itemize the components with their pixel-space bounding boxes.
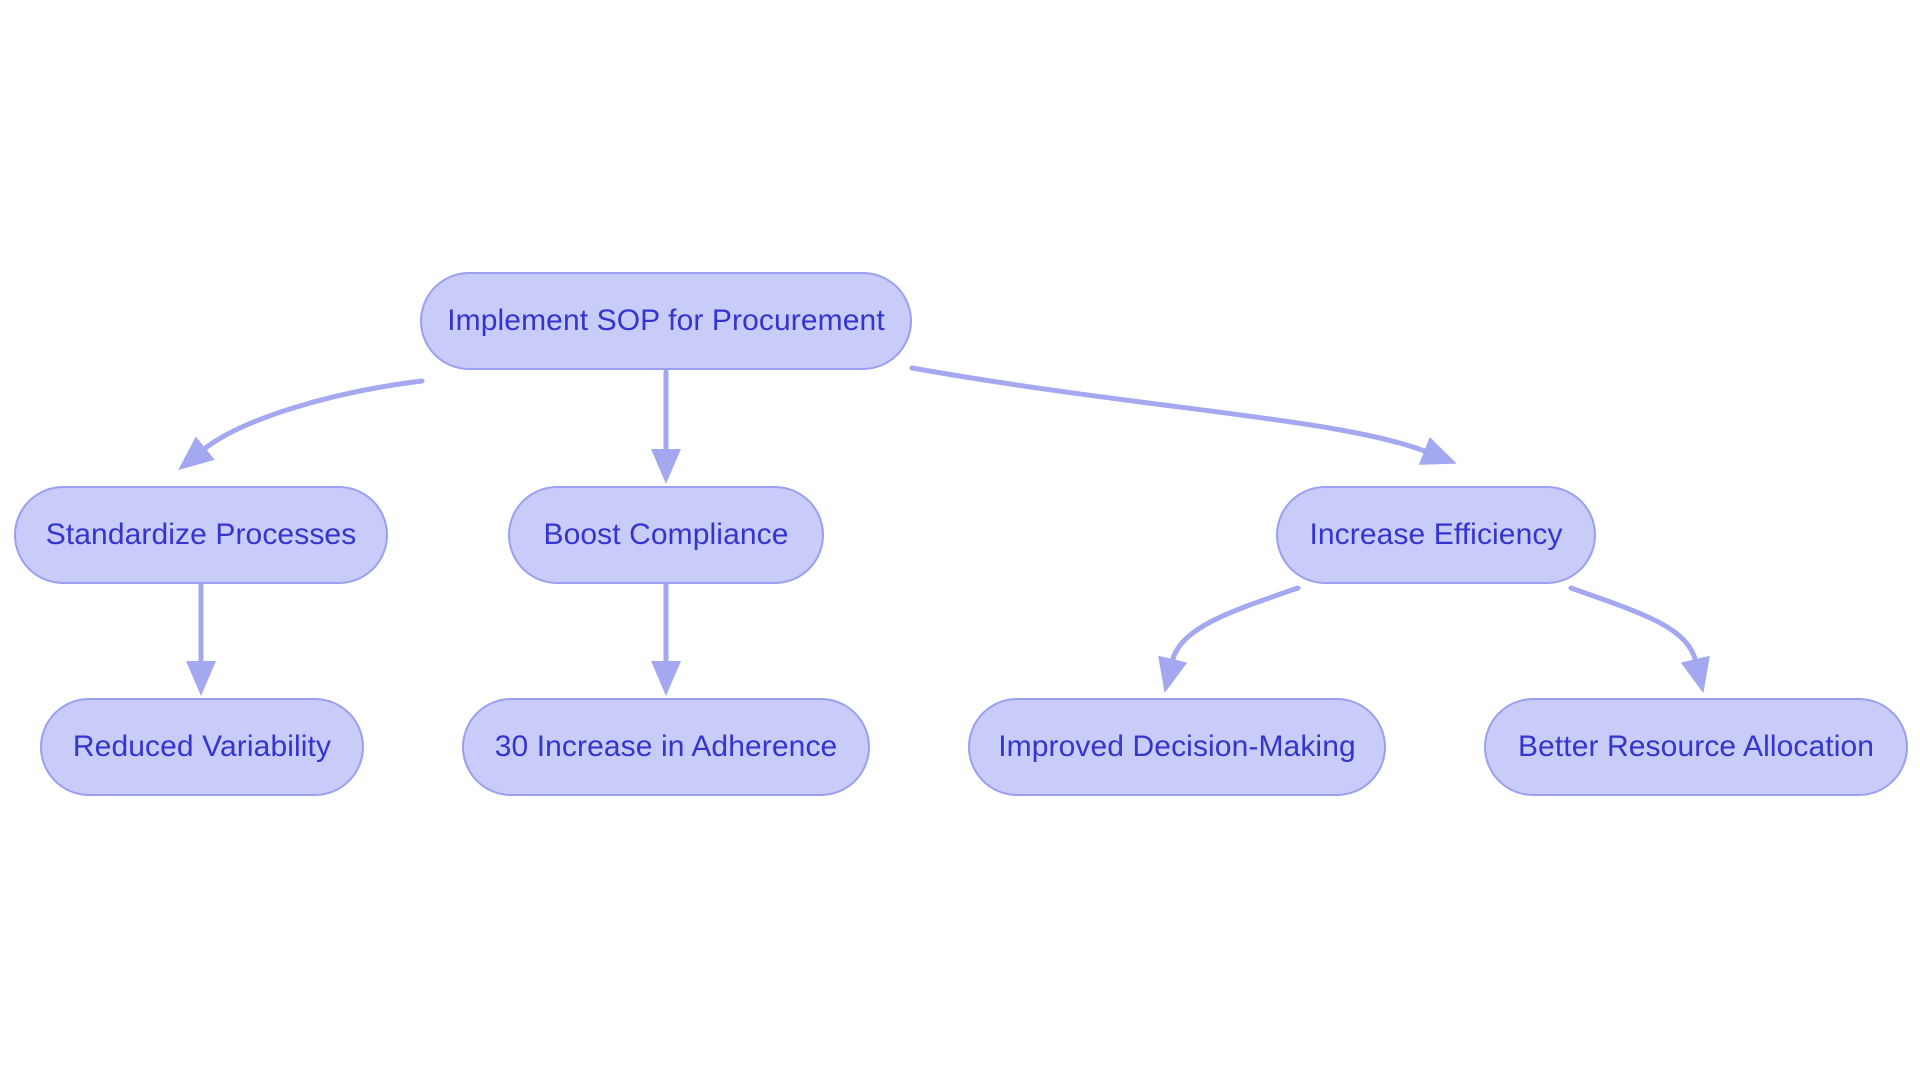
node-increase-efficiency[interactable]: Increase Efficiency (1276, 486, 1596, 584)
node-label: 30 Increase in Adherence (494, 730, 838, 763)
node-label: Boost Compliance (543, 518, 789, 551)
edge-root-to-standardize (178, 378, 425, 471)
node-label: Standardize Processes (45, 518, 357, 551)
node-boost-compliance[interactable]: Boost Compliance (508, 486, 824, 584)
node-standardize-processes[interactable]: Standardize Processes (14, 486, 388, 584)
node-label: Increase Efficiency (1309, 518, 1563, 551)
node-label: Reduced Variability (72, 730, 332, 763)
node-better-resource-allocation[interactable]: Better Resource Allocation (1484, 698, 1908, 796)
edge-root-to-efficiency (909, 365, 1457, 465)
edge-efficiency-to-decision (1158, 585, 1301, 694)
edge-efficiency-to-allocation (1568, 585, 1710, 694)
node-implement-sop-for-procurement[interactable]: Implement SOP for Procurement (420, 272, 912, 370)
node-label: Improved Decision-Making (998, 730, 1356, 763)
node-reduced-variability[interactable]: Reduced Variability (40, 698, 364, 796)
node-label: Implement SOP for Procurement (447, 304, 885, 337)
node-improved-decision-making[interactable]: Improved Decision-Making (968, 698, 1386, 796)
node-label: Better Resource Allocation (1517, 730, 1875, 763)
node-30-increase-in-adherence[interactable]: 30 Increase in Adherence (462, 698, 870, 796)
